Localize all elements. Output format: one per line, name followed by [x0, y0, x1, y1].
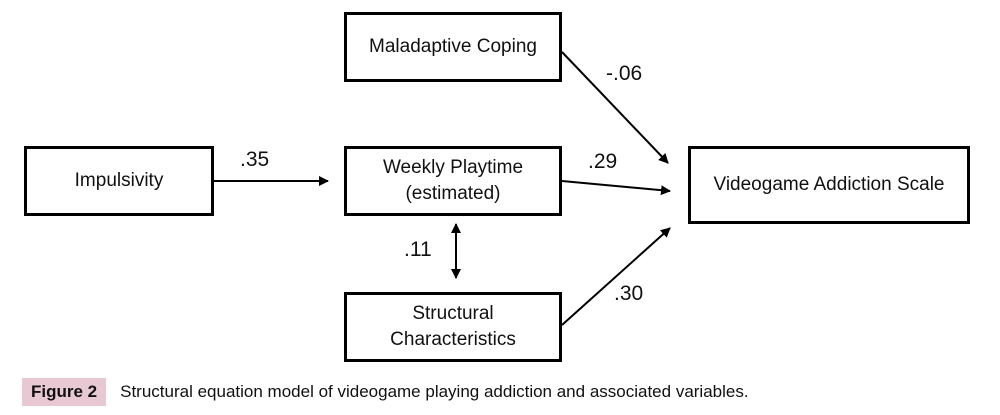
- coef-playtime-structural: .11: [404, 238, 432, 261]
- figure-caption: Figure 2 Structural equation model of vi…: [22, 376, 749, 408]
- node-maladaptive-coping: Maladaptive Coping: [344, 12, 562, 82]
- node-label: Maladaptive Coping: [369, 36, 537, 57]
- arrow-playtime-to-addiction: [561, 180, 671, 196]
- coef-structural-addiction: .30: [614, 282, 644, 305]
- coef-playtime-addiction: .29: [588, 150, 618, 173]
- coef-maladaptive-addiction: -.06: [606, 62, 643, 85]
- arrow-maladaptive-to-addiction: [561, 51, 669, 164]
- node-label: Impulsivity: [74, 170, 164, 191]
- node-label-line2: (estimated): [405, 183, 501, 204]
- arrow-structural-to-addiction: [561, 227, 671, 326]
- coef-impulsivity-playtime: .35: [240, 148, 270, 171]
- node-videogame-addiction-scale: Videogame Addiction Scale: [688, 146, 970, 224]
- figure-label: Figure 2: [22, 378, 107, 406]
- node-impulsivity: Impulsivity: [24, 146, 214, 216]
- node-label-line1: Structural: [412, 303, 494, 324]
- node-label-line1: Weekly Playtime: [382, 157, 524, 178]
- node-weekly-playtime: Weekly Playtime (estimated): [344, 146, 562, 216]
- figure-caption-text: Structural equation model of videogame p…: [120, 382, 749, 401]
- node-label-line2: Characteristics: [390, 329, 516, 350]
- node-label: Videogame Addiction Scale: [713, 174, 945, 195]
- node-structural-characteristics: Structural Characteristics: [344, 292, 562, 362]
